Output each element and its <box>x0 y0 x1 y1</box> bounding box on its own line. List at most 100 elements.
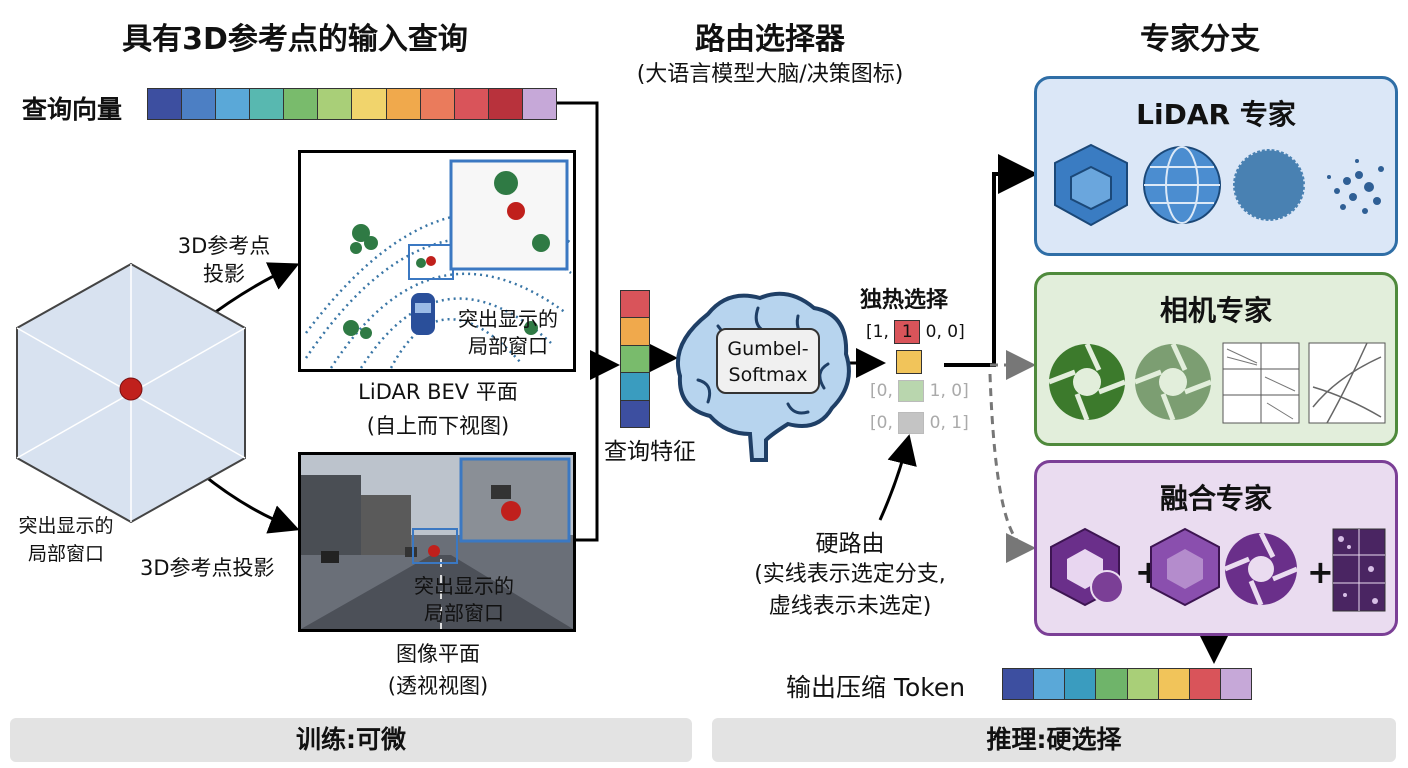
query-vector-cell-2 <box>182 89 217 119</box>
lidar-expert-title: LiDAR 专家 <box>1136 98 1296 131</box>
query-vector-cell-8 <box>386 89 421 119</box>
inference-footer-bar: 推理:硬选择 <box>712 718 1396 762</box>
image-highlight-label: 突出显示的 局部窗口 <box>414 574 514 625</box>
query-vector-cell-3 <box>216 89 251 119</box>
reference-point <box>119 377 143 401</box>
image-panel-connector <box>572 365 599 542</box>
query-feature-cell-3 <box>621 345 649 374</box>
query-feature-cell-1 <box>621 291 649 319</box>
output-token-cell-3 <box>1065 669 1097 699</box>
query-vector-cell-9 <box>420 89 455 119</box>
router-section-title: 路由选择器 <box>695 22 845 57</box>
lidar-expert-icons <box>1054 143 1384 227</box>
output-token-cell-1 <box>1003 669 1035 699</box>
map-sketch-icon <box>1308 342 1386 424</box>
query-feature-cell-2 <box>621 318 649 346</box>
onehot-row3-cell <box>898 380 925 402</box>
image-caption-line2: (透视视图) <box>387 674 489 698</box>
fusion-expert-title: 融合专家 <box>1159 482 1272 515</box>
lidar-point-cloud <box>304 159 572 369</box>
onehot-row4-prefix: [0, <box>870 413 893 433</box>
onehot-row-3: [0, 1, 0] <box>870 380 969 402</box>
gumbel-label-line1: Gumbel- <box>727 338 809 360</box>
onehot-row-4: [0, 0, 1] <box>870 412 969 434</box>
onehot-row3-prefix: [0, <box>870 381 893 401</box>
output-token-strip <box>1002 668 1252 700</box>
query-feature-strip <box>620 290 650 428</box>
onehot-row1-prefix: [1, <box>866 322 889 342</box>
aperture-icon <box>1048 342 1126 421</box>
query-vector-cell-10 <box>454 89 489 119</box>
onehot-row1-suffix: 0, 0] <box>925 322 965 342</box>
bottom-projection-label: 3D参考点投影 <box>140 556 275 580</box>
query-vector-cell-12 <box>522 89 556 119</box>
onehot-row4-suffix: 0, 1] <box>929 413 969 433</box>
gumbel-softmax-box: Gumbel- Softmax <box>716 328 820 394</box>
lidar-bev-panel <box>298 150 576 372</box>
cube-wire-fusion-icon <box>1150 527 1220 607</box>
onehot-row3-suffix: 1, 0] <box>929 381 969 401</box>
query-vector-strip <box>147 88 557 120</box>
lidar-caption-line1: LiDAR BEV 平面 <box>358 380 518 404</box>
texture-fusion-icon <box>1332 528 1386 612</box>
router-section-subtitle: (大语言模型大脑/决策图标) <box>636 62 904 87</box>
lidar-highlight-label: 突出显示的 局部窗口 <box>458 307 558 358</box>
onehot-row4-cell <box>898 412 925 434</box>
experts-section-title: 专家分支 <box>1140 22 1260 57</box>
query-vector-cell-7 <box>352 89 387 119</box>
gumbel-label-line2: Softmax <box>728 364 808 386</box>
unselected-route-fusion <box>988 373 1036 563</box>
query-vector-cell-4 <box>250 89 285 119</box>
output-token-cell-2 <box>1034 669 1066 699</box>
plus-sign-2: + <box>1307 553 1334 591</box>
query-feature-label: 查询特征 <box>604 439 696 465</box>
image-plane-panel <box>298 452 576 632</box>
output-token-cell-6 <box>1158 669 1190 699</box>
aperture-fusion-icon <box>1224 531 1298 606</box>
selected-route-line <box>944 154 1038 367</box>
query-vector-cell-5 <box>284 89 319 119</box>
camera-expert-box: 相机专家 <box>1034 272 1398 446</box>
camera-expert-icons <box>1048 342 1386 424</box>
output-token-label: 输出压缩 Token <box>786 673 966 702</box>
hard-route-arrow <box>878 434 917 521</box>
cube-highlight-label: 突出显示的 局部窗口 <box>18 515 114 565</box>
onehot-selected-cell: 1 <box>894 320 921 344</box>
camera-expert-title: 相机专家 <box>1159 294 1272 327</box>
lidar-expert-box: LiDAR 专家 <box>1034 76 1398 256</box>
cube-3d <box>16 262 246 524</box>
query-vector-cell-6 <box>318 89 353 119</box>
car-icon <box>411 293 435 335</box>
fusion-expert-box: 融合专家 + + <box>1034 460 1398 636</box>
onehot-label: 独热选择 <box>860 288 949 313</box>
point-cloud-icon <box>1327 159 1384 214</box>
onehot-row-2-cell <box>896 350 922 374</box>
training-footer-bar: 训练:可微 <box>10 718 692 762</box>
output-token-cell-4 <box>1096 669 1128 699</box>
cube-sphere-fusion-icon <box>1050 527 1124 607</box>
output-token-cell-7 <box>1189 669 1221 699</box>
query-vector-cell-1 <box>148 89 183 119</box>
onehot-row-1: [1, 1 0, 0] <box>866 320 965 344</box>
query-feature-cell-5 <box>621 400 649 428</box>
query-vector-label: 查询向量 <box>22 95 123 124</box>
fusion-expert-icons: + + <box>1050 527 1386 612</box>
lidar-caption-line2: (自上而下视图) <box>366 414 510 438</box>
query-vector-cell-11 <box>488 89 523 119</box>
sphere-wire-icon <box>1143 146 1221 224</box>
hard-route-desc-line2: 虚线表示未选定) <box>768 594 932 619</box>
aperture-icon-light <box>1134 342 1212 421</box>
dotted-sphere-icon <box>1231 147 1307 223</box>
cube-wire-icon <box>1054 143 1128 227</box>
query-vector-connector <box>556 101 599 365</box>
hard-route-title: 硬路由 <box>815 531 885 557</box>
camera-street-image <box>301 455 573 629</box>
top-projection-label: 3D参考点 投影 <box>177 234 271 286</box>
hard-route-desc-line1: (实线表示选定分支, <box>754 562 946 587</box>
left-section-title: 具有3D参考点的输入查询 <box>122 22 468 57</box>
output-token-cell-8 <box>1220 669 1251 699</box>
texture-grid-icon <box>1222 342 1300 424</box>
query-feature-cell-4 <box>621 373 649 401</box>
output-token-cell-5 <box>1127 669 1159 699</box>
image-caption-line1: 图像平面 <box>396 642 480 666</box>
